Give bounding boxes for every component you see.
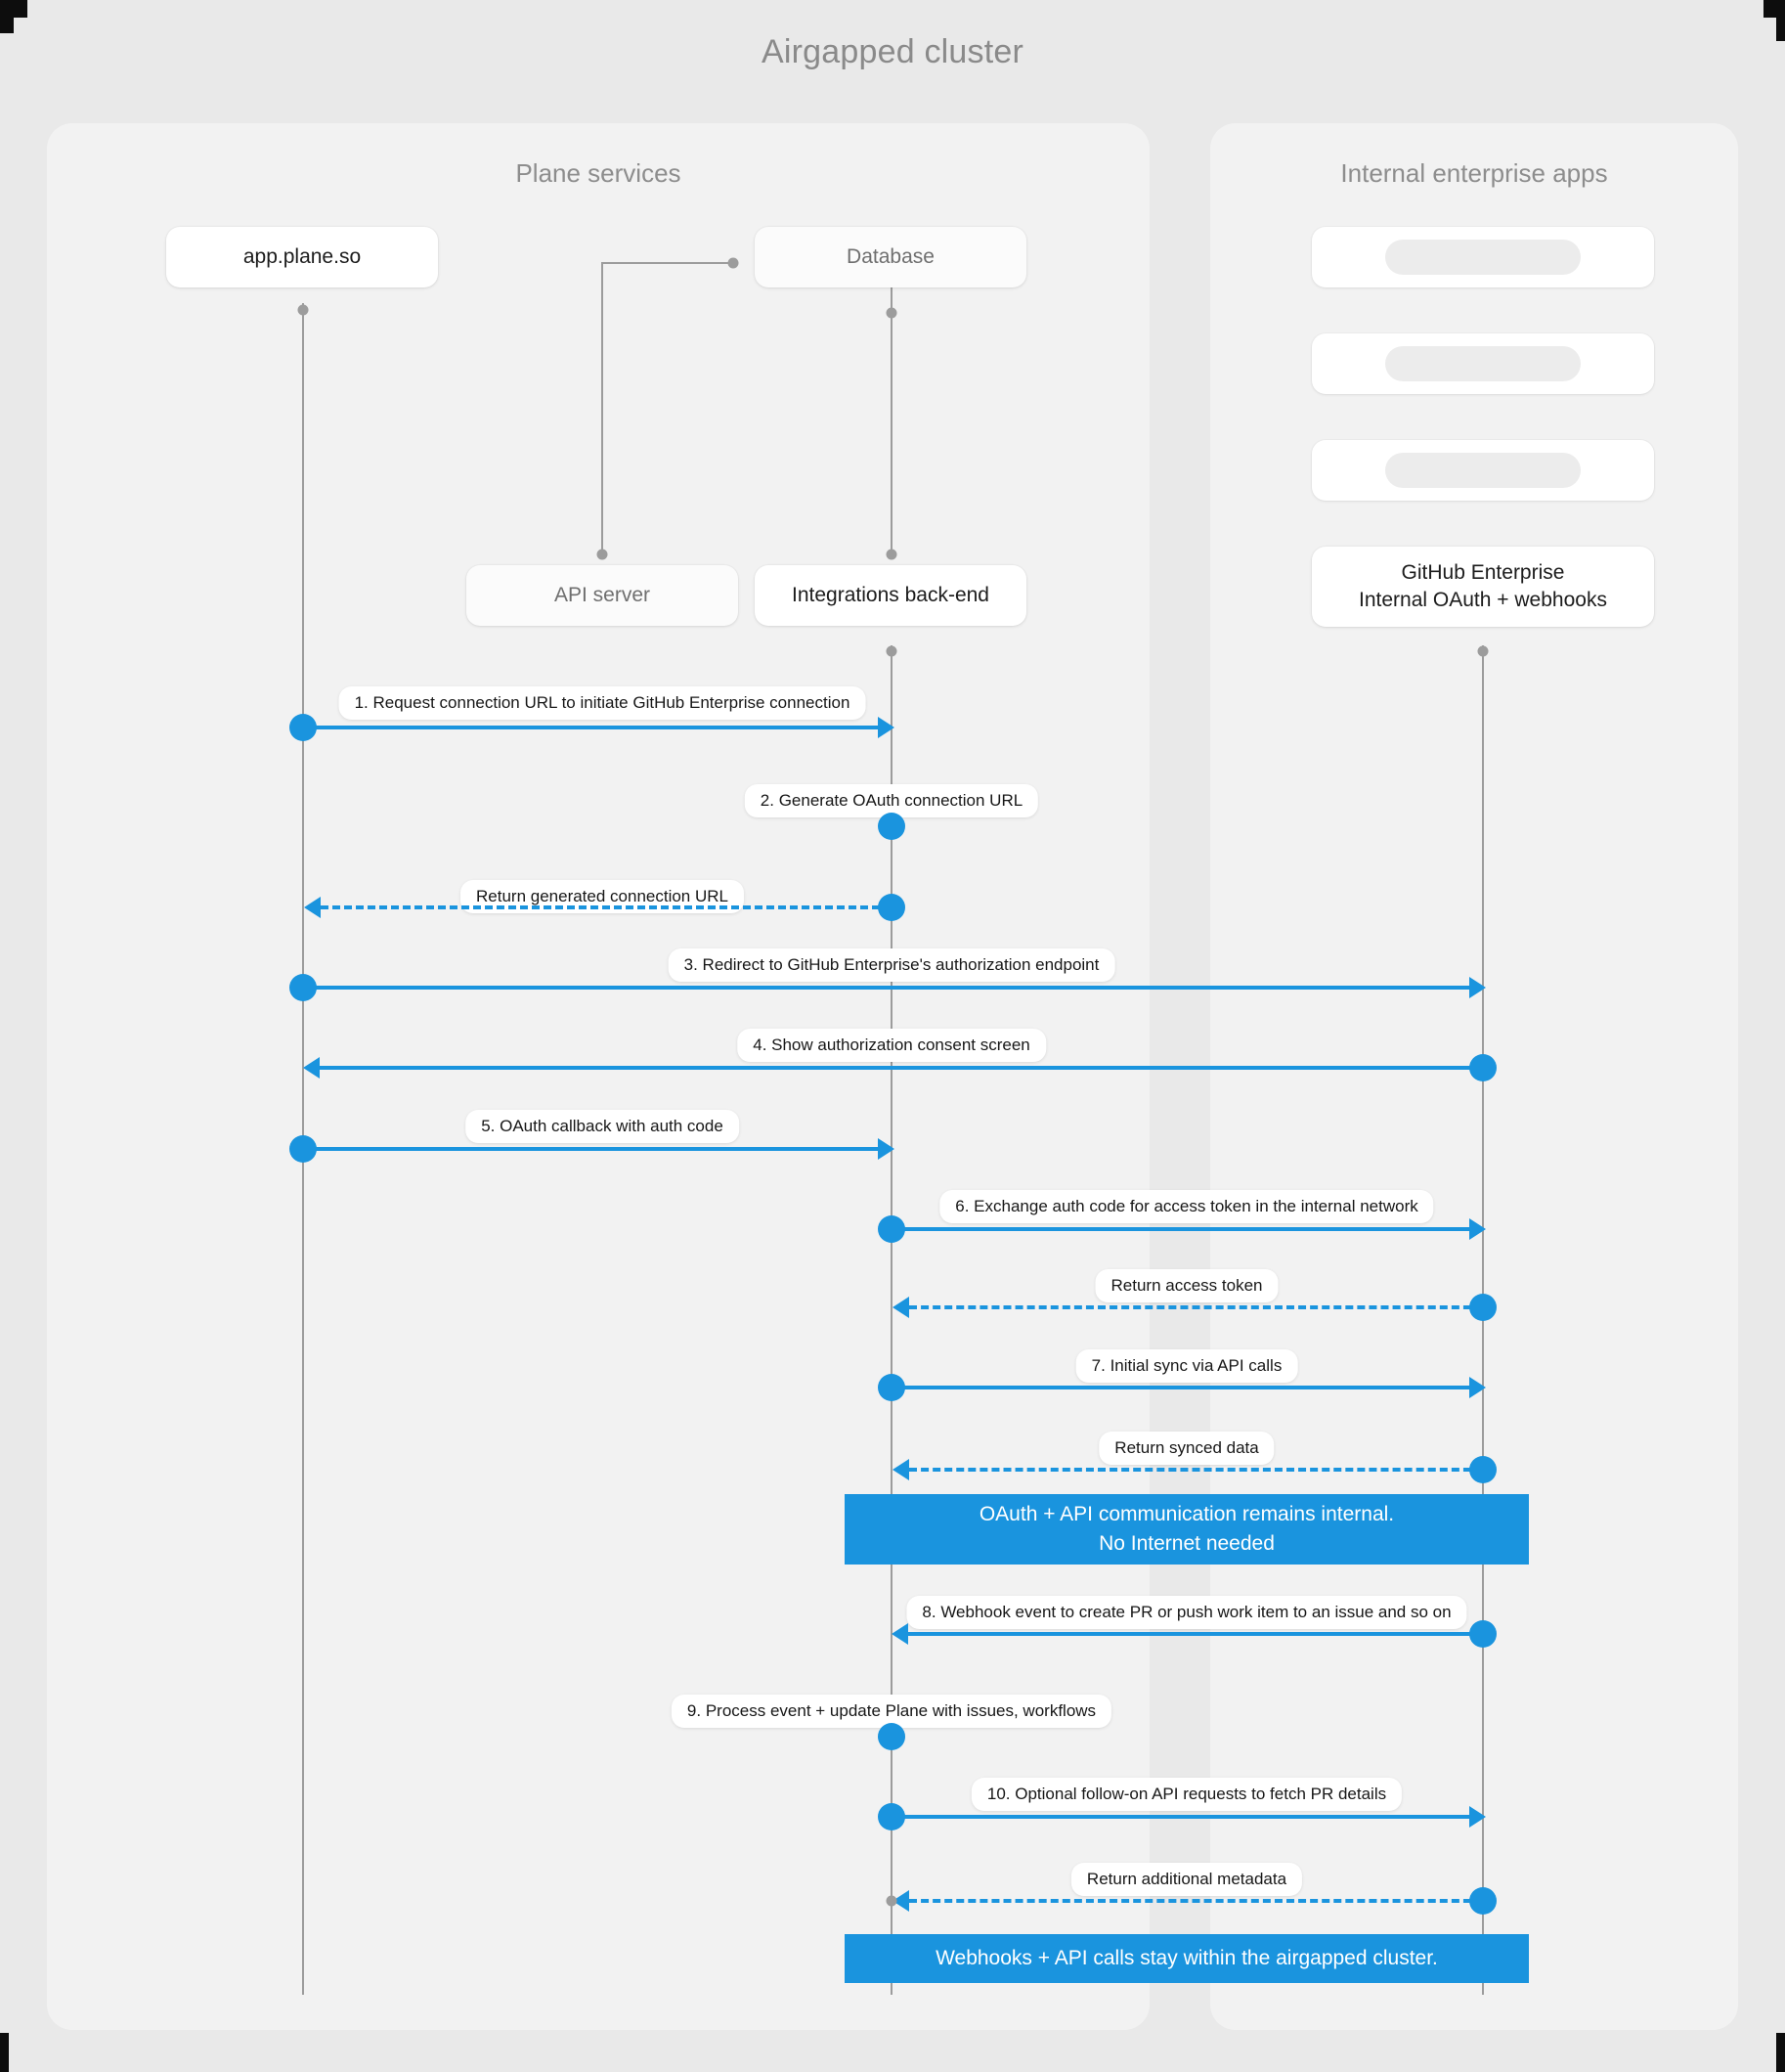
message-line-7 [892, 1227, 1469, 1231]
message-label-8: Return access token [1095, 1269, 1279, 1302]
message-arrowhead-4 [1469, 977, 1486, 998]
lifeline-dot-database [886, 307, 897, 319]
message-line-10 [909, 1468, 1483, 1472]
message-label-10: Return synced data [1099, 1432, 1275, 1465]
participant-api-server[interactable]: API server [466, 565, 738, 626]
panel-plane-services: Plane services [47, 123, 1150, 2030]
database-connector-dot [727, 257, 739, 269]
database-to-api-connector-horizontal [601, 262, 733, 264]
message-label-6: 5. OAuth callback with auth code [465, 1110, 739, 1143]
note-banner-internal-line1: OAuth + API communication remains intern… [979, 1502, 1395, 1525]
message-arrowhead-5 [303, 1057, 320, 1079]
page-title: Airgapped cluster [762, 33, 1023, 70]
lifeline-dot-github-enterprise [1477, 645, 1489, 657]
internal-app-placeholder-1-bar [1385, 240, 1581, 275]
api-server-connector-dot [596, 549, 608, 560]
message-line-11 [907, 1632, 1483, 1636]
message-arrowhead-6 [878, 1138, 894, 1160]
participant-github-enterprise-line1: GitHub Enterprise [1401, 561, 1565, 585]
participant-database[interactable]: Database [755, 227, 1026, 287]
message-arrowhead-7 [1469, 1218, 1486, 1240]
internal-app-placeholder-2-bar [1385, 346, 1581, 381]
message-arrowhead-10 [892, 1459, 909, 1480]
registration-mark-top-left-2 [0, 0, 14, 33]
note-banner-internal: OAuth + API communication remains intern… [845, 1494, 1529, 1565]
message-self-dot-12 [878, 1723, 905, 1750]
panel-plane-services-title: Plane services [515, 158, 681, 188]
message-line-13 [892, 1815, 1469, 1819]
lifeline-dot-integrations [886, 645, 897, 657]
participant-integrations-backend-label: Integrations back-end [792, 584, 989, 607]
message-arrowhead-11 [892, 1623, 908, 1645]
message-label-1: 1. Request connection URL to initiate Gi… [338, 686, 866, 720]
message-line-5 [319, 1066, 1483, 1070]
message-arrowhead-3 [304, 897, 321, 918]
lifeline-integrations-backend [891, 645, 892, 1995]
internal-app-placeholder-1[interactable] [1312, 227, 1654, 287]
message-line-9 [892, 1386, 1469, 1389]
message-target-dot-14 [886, 1895, 897, 1907]
message-label-2: 2. Generate OAuth connection URL [744, 784, 1039, 817]
registration-mark-bottom-right [1776, 2033, 1785, 2072]
participant-github-enterprise[interactable]: GitHub Enterprise Internal OAuth + webho… [1312, 547, 1654, 627]
message-label-13: 10. Optional follow-on API requests to f… [971, 1778, 1403, 1811]
message-line-4 [303, 986, 1469, 990]
database-to-api-connector-vertical [601, 262, 603, 554]
note-banner-internal-line2: No Internet needed [1099, 1532, 1275, 1555]
registration-mark-bottom-left [0, 2033, 9, 2072]
message-label-9: 7. Initial sync via API calls [1075, 1349, 1298, 1383]
message-self-dot-2 [878, 813, 905, 840]
internal-app-placeholder-3-bar [1385, 453, 1581, 488]
message-label-12: 9. Process event + update Plane with iss… [671, 1695, 1112, 1728]
participant-app-plane-so[interactable]: app.plane.so [166, 227, 438, 287]
internal-app-placeholder-2[interactable] [1312, 333, 1654, 394]
message-line-8 [909, 1305, 1483, 1309]
lifeline-database [891, 262, 892, 555]
participant-github-enterprise-line2: Internal OAuth + webhooks [1359, 589, 1607, 611]
participant-app-plane-so-label: app.plane.so [242, 245, 362, 269]
note-banner-airgapped-line1: Webhooks + API calls stay within the air… [936, 1946, 1438, 1969]
message-label-5: 4. Show authorization consent screen [737, 1029, 1046, 1062]
message-line-6 [303, 1147, 878, 1151]
message-line-14 [909, 1899, 1483, 1903]
participant-api-server-label: API server [553, 584, 651, 607]
message-arrowhead-8 [892, 1297, 909, 1318]
message-label-14: Return additional metadata [1070, 1863, 1303, 1896]
participant-database-label: Database [847, 245, 935, 269]
participant-integrations-backend[interactable]: Integrations back-end [755, 565, 1026, 626]
message-arrowhead-13 [1469, 1806, 1486, 1828]
message-line-1 [303, 726, 878, 729]
message-arrowhead-14 [892, 1890, 909, 1912]
message-label-11: 8. Webhook event to create PR or push wo… [906, 1596, 1467, 1629]
message-label-4: 3. Redirect to GitHub Enterprise's autho… [668, 948, 1115, 982]
note-banner-airgapped: Webhooks + API calls stay within the air… [845, 1934, 1529, 1983]
message-arrowhead-1 [878, 717, 894, 738]
registration-mark-top-right-2 [1776, 0, 1785, 41]
message-arrowhead-9 [1469, 1377, 1486, 1398]
lifeline-dot-app-plane-so [297, 304, 309, 316]
message-line-3 [321, 905, 892, 909]
panel-internal-enterprise-apps-title: Internal enterprise apps [1340, 158, 1608, 188]
message-label-7: 6. Exchange auth code for access token i… [939, 1190, 1434, 1223]
lifeline-dot-integrations-top [886, 549, 897, 560]
internal-app-placeholder-3[interactable] [1312, 440, 1654, 501]
